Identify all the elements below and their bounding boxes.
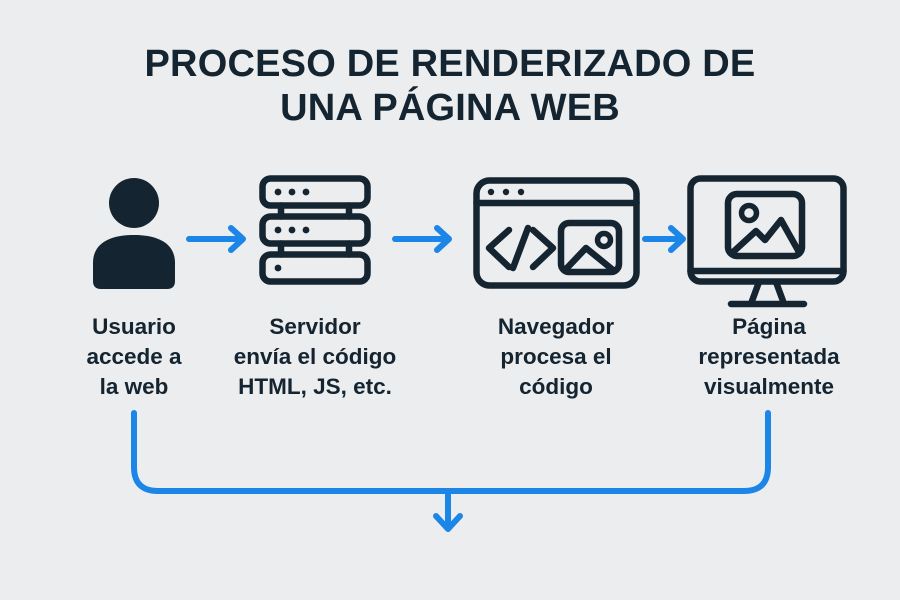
step-browser-label: Navegador procesa el código <box>497 314 615 399</box>
flow-arrow-right-3 <box>642 225 686 253</box>
return-flow-connector <box>131 410 771 532</box>
user-icon <box>93 178 175 289</box>
step-server-label: Servidor envía el código HTML, JS, etc. <box>233 314 397 399</box>
flow-arrow-right-1 <box>186 225 246 253</box>
browser-code-icon <box>472 177 640 289</box>
step-user-label: Usuario accede a la web <box>86 314 182 399</box>
server-icon <box>259 175 371 285</box>
step-rendered-page-label: Página representada visualmente <box>698 314 840 399</box>
step-rendered-page: Página representada visualmente <box>654 170 884 402</box>
flow-arrow-right-2 <box>392 225 452 253</box>
down-arrowhead <box>433 513 463 532</box>
step-browser: Navegador procesa el código <box>441 170 671 402</box>
step-server: Servidor envía el código HTML, JS, etc. <box>200 170 430 402</box>
monitor-image-icon <box>687 175 847 308</box>
step-user: Usuario accede a la web <box>19 170 249 402</box>
diagram-title: PROCESO DE RENDERIZADO DE UNA PÁGINA WEB <box>144 43 756 129</box>
